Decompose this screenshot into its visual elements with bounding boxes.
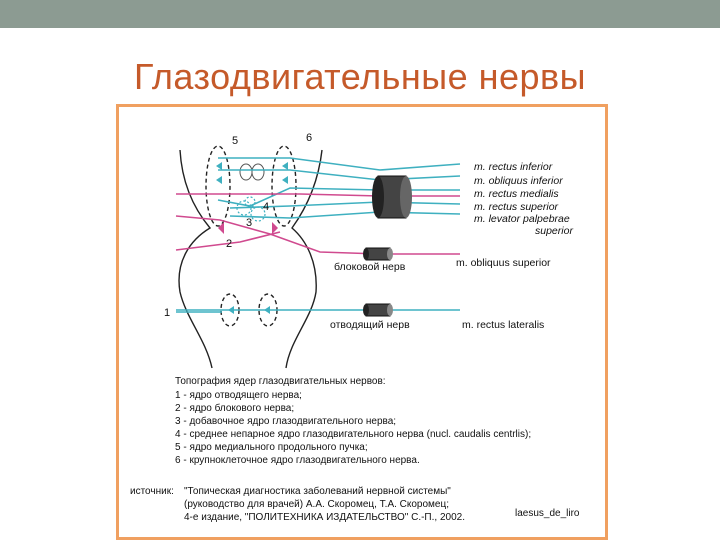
signature: laesus_de_liro [515, 508, 580, 519]
legend-heading: Топография ядер глазодвигательных нервов… [175, 375, 386, 387]
marker-3: 3 [246, 217, 252, 229]
magenta-arrow-markers [218, 222, 278, 234]
label-levator-superior: superior [535, 225, 573, 237]
oculomotor-fibers [217, 157, 461, 219]
legend-item-1: 1 - ядро отводящего нерва; [175, 390, 302, 401]
marker-6: 6 [306, 132, 312, 144]
top-bar [0, 0, 720, 28]
diagram-frame [116, 104, 608, 540]
nucleus-5-left [239, 163, 253, 181]
label-levator: m. levator palpebrae [474, 213, 570, 225]
nucleus-5-right [251, 163, 265, 181]
source-line-2: (руководство для врачей) А.А. Скоромец, … [184, 499, 449, 510]
label-rectus-medialis: m. rectus medialis [474, 188, 559, 200]
marker-2: 2 [226, 238, 232, 250]
brainstem-outline [178, 149, 213, 369]
arrow-markers [216, 162, 288, 314]
legend-item-5: 5 - ядро медиального продольного пучка; [175, 442, 368, 453]
source-line-1: "Топическая диагностика заболеваний нерв… [184, 485, 451, 497]
marker-5: 5 [232, 135, 238, 147]
legend-item-3: 3 - добавочное ядро глазодвигательного н… [175, 415, 396, 427]
brainstem-outline-right [285, 149, 323, 369]
oculomotor-cylinder [372, 175, 412, 219]
legend-item-6: 6 - крупноклеточное ядро глазодвигательн… [175, 455, 420, 466]
source-label: источник: [130, 486, 174, 497]
nucleus-left-upper [205, 145, 231, 227]
nucleus-right-upper [271, 145, 297, 227]
legend-item-4: 4 - среднее непарное ядро глазодвигатель… [175, 429, 531, 440]
label-rectus-inferior: m. rectus inferior [474, 161, 553, 173]
source-line-3: 4-е издание, "ПОЛИТЕХНИКА ИЗДАТЕЛЬСТВО" … [184, 512, 465, 523]
slide-title: Глазодвигательные нервы [133, 56, 587, 97]
label-rectus-superior: m. rectus superior [474, 201, 559, 213]
nucleus-4 [244, 196, 256, 208]
trochlear-cylinder [363, 247, 393, 261]
label-obliquus-inferior: m. obliquus inferior [474, 175, 563, 187]
legend-item-2: 2 - ядро блокового нерва; [175, 402, 294, 414]
marker-1: 1 [164, 307, 170, 319]
abducens-cylinder [363, 303, 393, 317]
trochlear-fibers [175, 193, 460, 255]
label-rectus-lateralis: m. rectus lateralis [462, 319, 544, 331]
label-obliquus-superior: m. obliquus superior [456, 257, 551, 269]
label-trochlear-nerve: блоковой нерв [334, 261, 406, 273]
marker-4: 4 [263, 201, 269, 213]
label-abducens-nerve: отводящий нерв [330, 319, 410, 331]
